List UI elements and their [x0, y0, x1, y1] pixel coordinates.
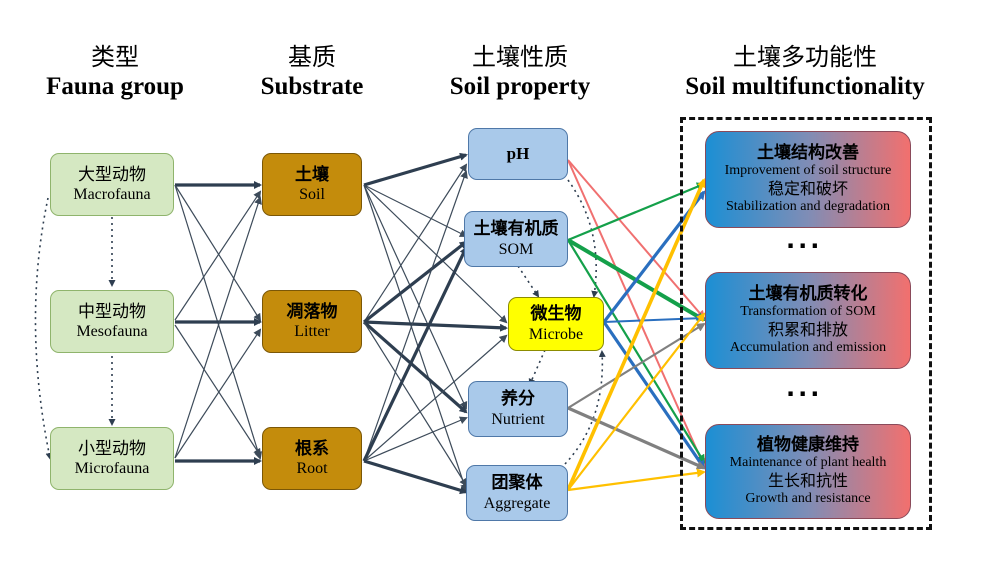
function-plant-health-sub-en: Growth and resistance [745, 491, 871, 507]
property-nutrient-en: Nutrient [491, 410, 545, 428]
substrate-box-root: 根系 Root [262, 427, 362, 490]
property-box-microbe: 微生物 Microbe [508, 297, 604, 351]
substrate-soil-zh: 土壤 [295, 164, 329, 184]
function-som-transformation-title: 土壤有机质转化 [748, 283, 868, 303]
function-soil-structure-title: 土壤结构改善 [757, 142, 859, 162]
function-plant-health-title: 植物健康维持 [757, 434, 859, 454]
header-soil-property-en: Soil property [449, 73, 591, 101]
property-nutrient-zh: 养分 [501, 389, 535, 409]
header-fauna-group-zh: 类型 [91, 45, 139, 71]
header-soil-multifunctionality-en: Soil multifunctionality [685, 73, 925, 101]
substrate-to-property-links [362, 152, 508, 495]
property-som-zh: 土壤有机质 [473, 219, 559, 239]
function-som-transformation-sub-zh: 积累和排放 [767, 322, 848, 340]
function-som-transformation-sub-en: Accumulation and emission [729, 340, 887, 356]
function-soil-structure-sub-zh: 稳定和破坏 [767, 181, 848, 199]
property-microbe-en: Microbe [528, 325, 584, 343]
ellipsis-2: ··· [786, 380, 823, 408]
property-microbe-zh: 微生物 [530, 304, 582, 324]
property-box-som: 土壤有机质 SOM [464, 211, 568, 267]
function-soil-structure-title-en: Improvement of soil structure [724, 163, 892, 179]
fauna-dotted-links [34, 197, 116, 460]
fauna-to-substrate-links [174, 181, 263, 465]
header-fauna-group: 类型 Fauna group [20, 44, 210, 102]
header-soil-multifunctionality: 土壤多功能性 Soil multifunctionality [655, 44, 955, 102]
fauna-mesofauna-zh: 中型动物 [78, 301, 146, 321]
header-soil-property: 土壤性质 Soil property [425, 44, 615, 102]
property-aggregate-zh: 团聚体 [491, 473, 543, 493]
fauna-box-macrofauna: 大型动物 Macrofauna [50, 153, 174, 216]
fauna-macrofauna-en: Macrofauna [73, 186, 151, 204]
fauna-microfauna-zh: 小型动物 [78, 438, 146, 458]
header-substrate: 基质 Substrate [222, 44, 402, 102]
fauna-mesofauna-en: Mesofauna [76, 323, 148, 341]
function-box-plant-health: 植物健康维持 Maintenance of plant health 生长和抗性… [705, 424, 911, 519]
header-substrate-en: Substrate [260, 73, 364, 101]
substrate-root-zh: 根系 [295, 438, 329, 458]
property-box-nutrient: 养分 Nutrient [468, 381, 568, 437]
fauna-box-microfauna: 小型动物 Microfauna [50, 427, 174, 490]
property-dotted-links [517, 179, 606, 465]
function-som-transformation-title-en: Transformation of SOM [740, 304, 876, 320]
function-soil-structure-sub-en: Stabilization and degradation [725, 199, 891, 215]
substrate-litter-zh: 凋落物 [286, 301, 338, 321]
header-soil-multifunctionality-zh: 土壤多功能性 [733, 45, 877, 71]
fauna-box-mesofauna: 中型动物 Mesofauna [50, 290, 174, 353]
property-aggregate-en: Aggregate [483, 494, 551, 512]
ellipsis-1: ··· [786, 232, 823, 260]
fauna-macrofauna-zh: 大型动物 [78, 164, 146, 184]
header-fauna-group-en: Fauna group [46, 73, 184, 101]
function-plant-health-sub-zh: 生长和抗性 [767, 473, 848, 491]
substrate-root-en: Root [296, 460, 328, 478]
function-box-soil-structure: 土壤结构改善 Improvement of soil structure 稳定和… [705, 131, 911, 228]
function-box-som-transformation: 土壤有机质转化 Transformation of SOM 积累和排放 Accu… [705, 272, 911, 369]
substrate-soil-en: Soil [299, 186, 325, 204]
substrate-box-litter: 凋落物 Litter [262, 290, 362, 353]
fauna-microfauna-en: Microfauna [74, 460, 150, 478]
function-plant-health-title-en: Maintenance of plant health [729, 455, 887, 471]
substrate-litter-en: Litter [294, 323, 330, 341]
header-substrate-zh: 基质 [288, 45, 336, 71]
property-som-en: SOM [498, 240, 534, 258]
property-box-aggregate: 团聚体 Aggregate [466, 465, 568, 521]
substrate-box-soil: 土壤 Soil [262, 153, 362, 216]
property-box-ph: pH [468, 128, 568, 180]
property-ph-label: pH [506, 143, 530, 163]
multifunctionality-frame [680, 117, 932, 530]
header-soil-property-zh: 土壤性质 [472, 45, 568, 71]
